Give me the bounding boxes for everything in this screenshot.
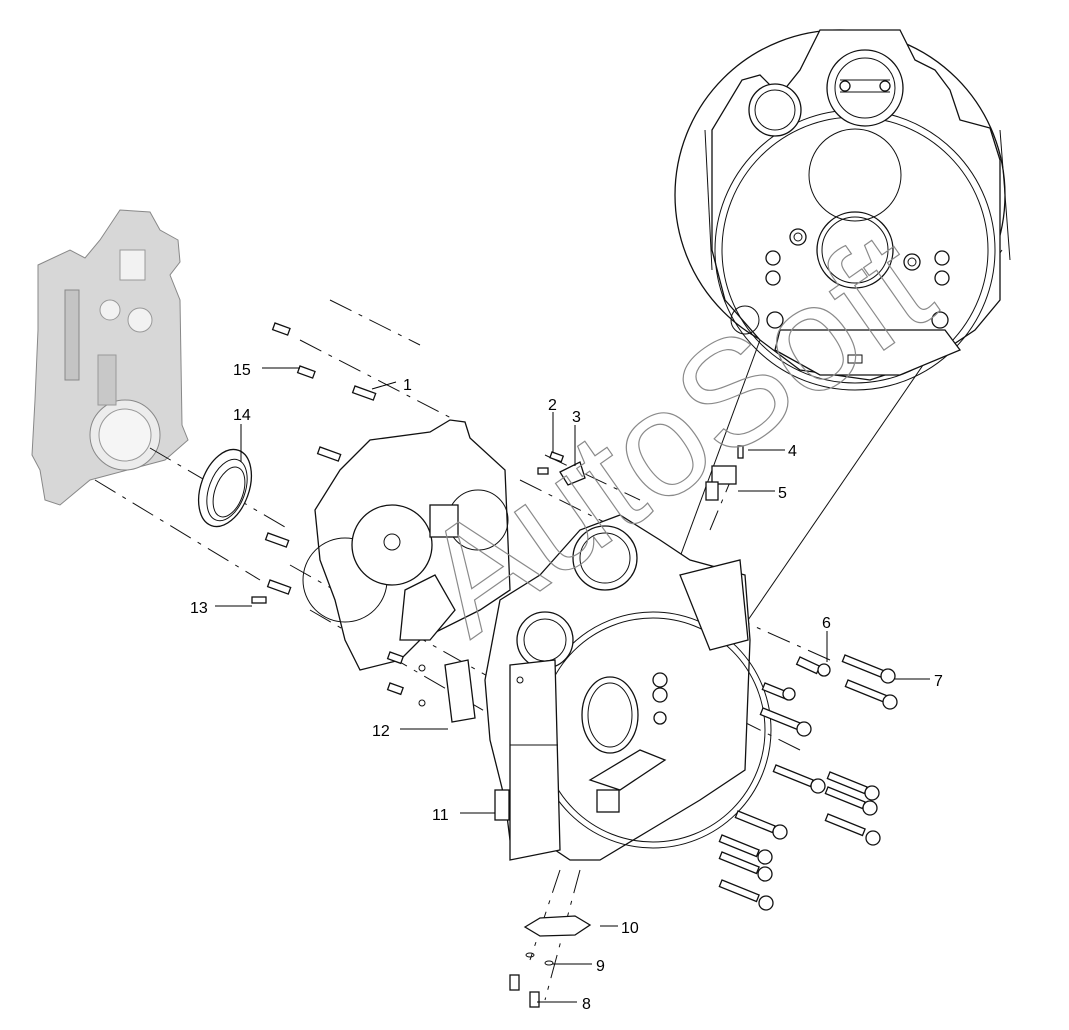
- callout-12: 12: [372, 723, 390, 740]
- bolt-r5: [824, 786, 878, 816]
- bolt-r3: [772, 764, 826, 794]
- engine-block: [31, 209, 189, 506]
- screw-4: [737, 445, 744, 459]
- bolt-lower-b: [386, 682, 426, 707]
- bolt-7b: [844, 679, 898, 710]
- dowel-pin: [251, 596, 267, 604]
- callout-4: 4: [788, 443, 797, 460]
- bolt-r7: [734, 810, 788, 840]
- callout-6: 6: [822, 615, 831, 632]
- bolt-r6: [824, 813, 881, 846]
- bolt-r10: [718, 879, 774, 911]
- bolt-r8: [718, 834, 773, 865]
- bolt-r2: [759, 707, 812, 737]
- callout-10: 10: [621, 920, 639, 937]
- callout-7: 7: [934, 673, 943, 690]
- callout-1: 1: [403, 377, 412, 394]
- bolt-8: [509, 974, 540, 1008]
- callout-15: 15: [233, 362, 251, 379]
- bolt-15: [296, 365, 316, 379]
- bolt-7a: [841, 654, 896, 684]
- callout-2: 2: [548, 397, 557, 414]
- bolt-lower-a: [386, 651, 426, 672]
- callout-5: 5: [778, 485, 787, 502]
- bolt-r9: [718, 851, 773, 882]
- bolt-left-b: [266, 579, 292, 595]
- callout-8: 8: [582, 996, 591, 1013]
- washer-9: [525, 952, 554, 966]
- side-cover: [494, 659, 561, 861]
- bolt-top-left: [271, 322, 291, 336]
- bolt-6: [795, 656, 831, 677]
- callout-3: 3: [572, 409, 581, 426]
- bottom-cover-plate: [523, 915, 592, 937]
- bolt-left-a: [264, 532, 290, 548]
- bolt-1: [351, 385, 377, 401]
- bolts: [251, 322, 898, 1008]
- clip-3: [559, 461, 586, 486]
- oil-seal: [197, 448, 253, 528]
- detail-view-circle: [641, 29, 1011, 691]
- sensor-5: [705, 465, 737, 501]
- bolt-r1: [761, 682, 796, 701]
- bolt-2: [537, 451, 565, 475]
- callout-11: 11: [432, 807, 449, 824]
- gasket: [444, 659, 476, 723]
- adapter-plate: [302, 419, 511, 671]
- callout-13: 13: [190, 600, 208, 617]
- callout-14: 14: [233, 407, 251, 424]
- bolt-r4: [826, 771, 880, 801]
- leader-lines: [215, 367, 930, 1003]
- callout-9: 9: [596, 958, 605, 975]
- bolt-mid-left: [316, 446, 342, 462]
- callout-labels: 1 2 3 4 5 6 7 8 9 10 11 12 13 14 15: [190, 362, 943, 1013]
